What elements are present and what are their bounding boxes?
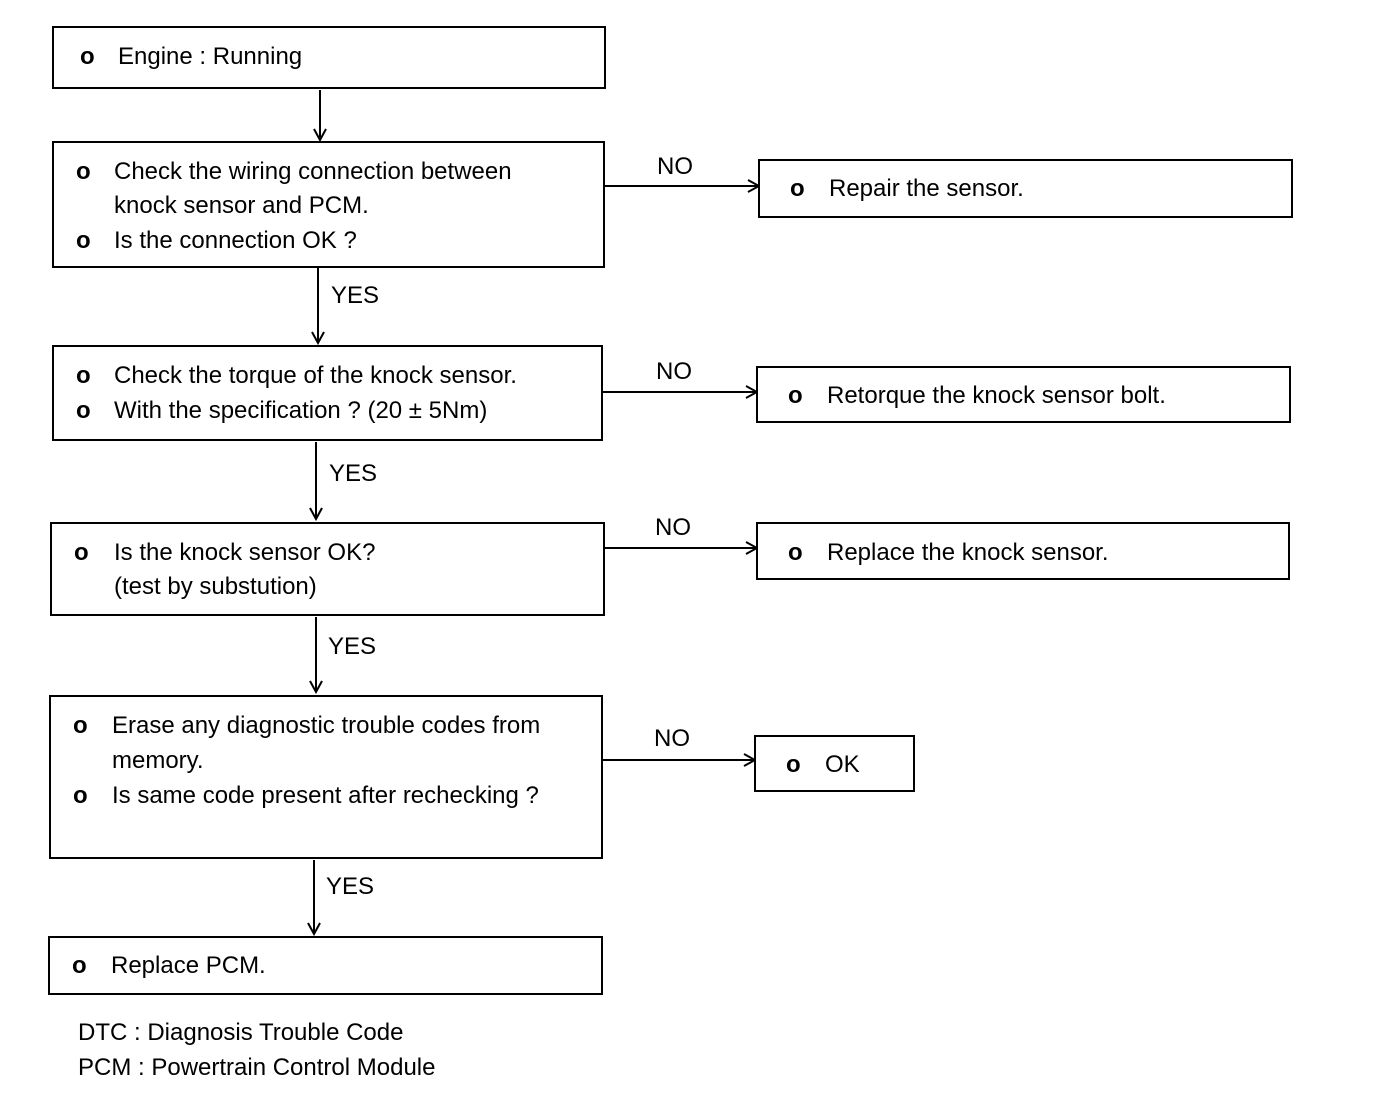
legend-pcm: PCM : Powertrain Control Module [78, 1054, 436, 1081]
bullet-marker: o [788, 382, 803, 409]
bullet-marker: o [788, 539, 803, 566]
bullet-marker: o [786, 751, 801, 778]
bullet-marker: o [76, 227, 91, 254]
bullet-marker: o [76, 397, 91, 424]
step-check-wiring: o Check the wiring connection between kn… [52, 141, 605, 268]
step-text: Is the knock sensor OK? [114, 539, 376, 566]
action-retorque-bolt: o Retorque the knock sensor bolt. [756, 366, 1291, 423]
bullet-marker: o [72, 952, 87, 979]
edge-label-yes: YES [326, 873, 375, 900]
step-text: Replace PCM. [111, 952, 266, 979]
edge-label-no: NO [654, 725, 690, 752]
action-text: Retorque the knock sensor bolt. [827, 382, 1166, 409]
bullet-marker: o [74, 539, 89, 566]
edge-label-no: NO [655, 514, 691, 541]
bullet-marker: o [73, 782, 88, 809]
step-erase-dtc: o Erase any diagnostic trouble codes fro… [49, 695, 603, 859]
step-check-torque: o Check the torque of the knock sensor. … [52, 345, 603, 441]
step-text: memory. [112, 747, 204, 774]
edge-label-yes: YES [329, 460, 378, 487]
step-text: (test by substution) [114, 573, 317, 600]
legend-dtc: DTC : Diagnosis Trouble Code [78, 1019, 404, 1046]
bullet-marker: o [76, 158, 91, 185]
step-text: Engine : Running [118, 43, 303, 70]
step-text: Is same code present after rechecking ? [112, 782, 539, 809]
step-text: knock sensor and PCM. [114, 192, 369, 219]
edge-label-no: NO [657, 153, 693, 180]
action-text: Replace the knock sensor. [827, 539, 1109, 566]
step-text: With the specification ? (20 ± 5Nm) [114, 397, 488, 424]
step-text: Is the connection OK ? [114, 227, 357, 254]
bullet-marker: o [80, 43, 95, 70]
step-test-knock-sensor: o Is the knock sensor OK? (test by subst… [50, 522, 605, 616]
action-ok: o OK [754, 735, 915, 792]
step-text: Check the torque of the knock sensor. [114, 362, 517, 389]
step-text: Check the wiring connection between [114, 158, 512, 185]
action-replace-knock-sensor: o Replace the knock sensor. [756, 522, 1290, 580]
action-text: Repair the sensor. [829, 175, 1024, 202]
edge-label-yes: YES [328, 633, 377, 660]
step-replace-pcm: o Replace PCM. [48, 936, 603, 995]
edge-label-no: NO [656, 358, 692, 385]
bullet-marker: o [790, 175, 805, 202]
bullet-marker: o [73, 712, 88, 739]
edge-label-yes: YES [331, 282, 380, 309]
action-repair-sensor: o Repair the sensor. [758, 159, 1293, 218]
action-text: OK [825, 751, 860, 778]
step-text: Erase any diagnostic trouble codes from [112, 712, 541, 739]
bullet-marker: o [76, 362, 91, 389]
step-engine-running: o Engine : Running [52, 26, 606, 89]
